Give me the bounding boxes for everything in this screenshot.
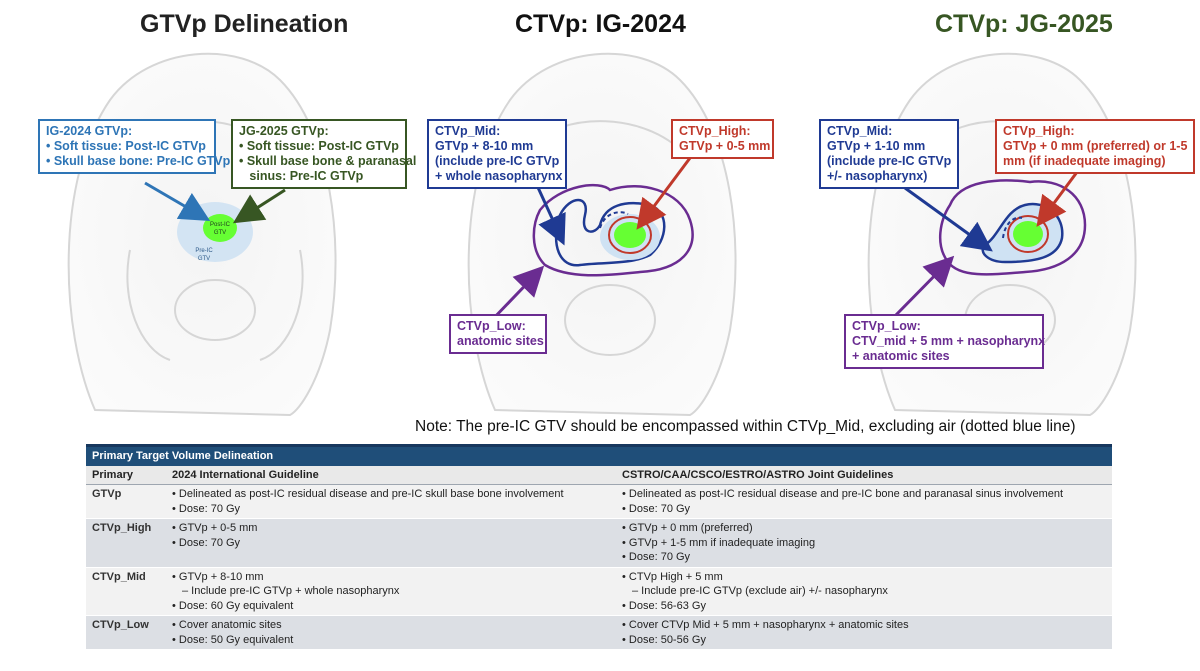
ctvp-low-line: CTVp_Low: bbox=[852, 319, 921, 333]
table-row: GTVp • Delineated as post-IC residual dis… bbox=[86, 484, 1112, 519]
ctvp-low-arrow-ig bbox=[488, 265, 545, 324]
jg-gtvp-box-line: • Skull base bone & paranasal bbox=[239, 154, 417, 168]
jg-2025-gtvp-box: JG-2025 GTVp: • Soft tissue: Post-IC GTV… bbox=[231, 119, 417, 189]
post-ic-gtv-label-line2: GTV bbox=[214, 230, 226, 236]
ig-gtvp-box-title: IG-2024 GTVp: bbox=[46, 124, 133, 138]
row-label: CTVp_Low bbox=[86, 615, 166, 650]
cell-line: • Cover CTVp Mid + 5 mm + nasopharynx + … bbox=[622, 619, 909, 631]
post-ic-gtv-label-line1: Post-IC bbox=[210, 222, 231, 228]
ig-gtvp-box-line: • Soft tissue: Post-IC GTVp bbox=[46, 139, 206, 153]
gtvp-region-jg bbox=[1013, 221, 1043, 247]
ctvp-mid-line: GTVp + 1-10 mm bbox=[827, 139, 926, 153]
cell-line: • Dose: 50 Gy equivalent bbox=[172, 633, 294, 646]
ctvp-mid-line: GTVp + 8-10 mm bbox=[435, 139, 534, 153]
ctvp-high-line: CTVp_High: bbox=[679, 124, 751, 138]
ctvp-low-line: CTV_mid + 5 mm + nasopharynx bbox=[852, 334, 1046, 348]
table-title: Primary Target Volume Delineation bbox=[86, 444, 1112, 466]
cell-line: • Delineated as post-IC residual disease… bbox=[172, 488, 564, 500]
joint-guideline-cell: • Delineated as post-IC residual disease… bbox=[616, 484, 1112, 519]
title-gtvp-delineation: GTVp Delineation bbox=[140, 10, 349, 38]
ctvp-mid-arrow-jg bbox=[904, 186, 993, 252]
air-exclusion-dotted-line-jg bbox=[1002, 216, 1023, 239]
cell-line: • GTVp + 8-10 mm bbox=[172, 570, 264, 583]
cell-line: – Include pre-IC GTVp (exclude air) +/- … bbox=[632, 585, 888, 597]
ctvp-mid-line: +/- nasopharynx) bbox=[827, 169, 928, 183]
title-ctvp-ig-2024: CTVp: IG-2024 bbox=[515, 10, 686, 38]
jg-gtvp-box-line: sinus: Pre-IC GTVp bbox=[239, 169, 364, 183]
table-title-row: Primary Target Volume Delineation bbox=[86, 444, 1112, 466]
ctvp-low-line: anatomic sites bbox=[457, 334, 544, 348]
ctvp-high-line: CTVp_High: bbox=[1003, 124, 1075, 138]
ctvp-low-line: + anatomic sites bbox=[852, 349, 950, 363]
title-ctvp-jg-2025: CTVp: JG-2025 bbox=[935, 10, 1113, 38]
cell-line: • GTVp + 0-5 mm bbox=[172, 522, 258, 534]
ctvp-low-box-jg: CTVp_Low: CTV_mid + 5 mm + nasopharynx +… bbox=[844, 314, 1046, 369]
cell-line: – Include pre-IC GTVp + whole nasopharyn… bbox=[182, 585, 400, 597]
primary-target-volume-table: Primary Target Volume Delineation Primar… bbox=[86, 444, 1112, 650]
table-row: CTVp_High• GTVp + 0-5 mm• Dose: 70 Gy• G… bbox=[86, 518, 1112, 568]
row-label: GTVp bbox=[86, 484, 166, 519]
ctvp-high-box-ig: CTVp_High: GTVp + 0-5 mm bbox=[671, 119, 774, 159]
jg-gtvp-box-title: JG-2025 GTVp: bbox=[239, 124, 329, 138]
ctvp-high-line: mm (if inadequate imaging) bbox=[1003, 154, 1166, 168]
header-primary: Primary bbox=[86, 465, 166, 485]
cell-line: • Dose: 70 Gy bbox=[622, 502, 691, 515]
ig-2024-cell: • GTVp + 8-10 mm – Include pre-IC GTVp + … bbox=[166, 567, 616, 616]
ctvp-high-contour-ig bbox=[608, 216, 652, 254]
ctvp-mid-line: (include pre-IC GTVp bbox=[827, 154, 952, 168]
ctvp-mid-line: CTVp_Mid: bbox=[435, 124, 501, 138]
cell-line: • Dose: 56-63 Gy bbox=[622, 599, 706, 612]
ctvp-high-contour-jg bbox=[1007, 215, 1049, 253]
joint-guideline-cell: • Cover CTVp Mid + 5 mm + nasopharynx + … bbox=[616, 615, 1112, 650]
ctvp-mid-line: CTVp_Mid: bbox=[827, 124, 893, 138]
cell-line: • Cover anatomic sites bbox=[172, 619, 282, 631]
ig-2024-cell: • GTVp + 0-5 mm • Dose: 70 Gy bbox=[166, 518, 616, 568]
row-label: CTVp_High bbox=[86, 518, 166, 568]
ctvp-high-arrow-ig bbox=[636, 157, 692, 230]
ctvp-low-box-ig: CTVp_Low: anatomic sites bbox=[449, 314, 547, 354]
ctvp-mid-line: (include pre-IC GTVp bbox=[435, 154, 560, 168]
ig-2024-gtvp-box: IG-2024 GTVp: • Soft tissue: Post-IC GTV… bbox=[38, 119, 231, 174]
gtvp-region-ig bbox=[614, 222, 646, 248]
header-joint-guidelines: CSTRO/CAA/CSCO/ESTRO/ASTRO Joint Guideli… bbox=[616, 465, 1112, 485]
pre-ic-gtv-label-line1: Pre-IC bbox=[195, 248, 213, 254]
ctvp-low-line: CTVp_Low: bbox=[457, 319, 526, 333]
ig-gtvp-box-line: • Skull base bone: Pre-IC GTVp bbox=[46, 154, 231, 168]
cell-line: • Dose: 70 Gy bbox=[172, 502, 241, 515]
cell-line: • Dose: 70 Gy bbox=[172, 536, 241, 549]
post-ic-gtv-region bbox=[203, 214, 237, 242]
joint-guideline-cell: • GTVp + 0 mm (preferred) • GTVp + 1-5 mm… bbox=[616, 518, 1112, 568]
air-exclusion-dotted-line-ig bbox=[599, 211, 629, 229]
pre-ic-gtv-label-line2: GTV bbox=[198, 256, 210, 262]
ig-gtvp-arrow bbox=[144, 181, 211, 222]
cell-line: • CTVp High + 5 mm bbox=[622, 570, 723, 583]
cell-line: • GTVp + 0 mm (preferred) bbox=[622, 522, 753, 534]
jg-gtvp-box-line: • Soft tissue: Post-IC GTVp bbox=[239, 139, 399, 153]
ctvp-mid-box-ig: CTVp_Mid: GTVp + 8-10 mm (include pre-IC… bbox=[427, 119, 567, 189]
cell-line: • Dose: 50-56 Gy bbox=[622, 633, 706, 646]
table-row: CTVp_Mid • GTVp + 8-10 mm – Include pre-IC… bbox=[86, 567, 1112, 616]
ctvp-mid-box-jg: CTVp_Mid: GTVp + 1-10 mm (include pre-IC… bbox=[819, 119, 959, 189]
ctvp-high-line: GTVp + 0-5 mm bbox=[679, 139, 771, 153]
row-label: CTVp_Mid bbox=[86, 567, 166, 616]
table-header-row: Primary 2024 International Guideline CST… bbox=[86, 465, 1112, 485]
cell-line: • Delineated as post-IC residual disease… bbox=[622, 488, 1064, 500]
cell-line: • Dose: 60 Gy equivalent bbox=[172, 599, 294, 612]
ig-2024-cell: • Cover anatomic sites • Dose: 50 Gy equi… bbox=[166, 615, 616, 650]
ctvp-low-arrow-jg bbox=[891, 255, 955, 320]
ctvp-low-contour-ig bbox=[532, 183, 694, 277]
header-ig-2024: 2024 International Guideline bbox=[166, 465, 616, 485]
cell-line: • Dose: 70 Gy bbox=[622, 551, 691, 563]
joint-guideline-cell: • CTVp High + 5 mm – Include pre-IC GTVp … bbox=[616, 567, 1112, 616]
note-text: Note: The pre-IC GTV should be encompass… bbox=[415, 418, 1076, 435]
ig-2024-cell: • Delineated as post-IC residual disease… bbox=[166, 484, 616, 519]
ctvp-high-box-jg: CTVp_High: GTVp + 0 mm (preferred) or 1-… bbox=[995, 119, 1195, 174]
ctvp-high-arrow-jg bbox=[1036, 167, 1082, 227]
ctvp-mid-line: + whole nasopharynx bbox=[435, 169, 563, 183]
cell-line: • GTVp + 1-5 mm if inadequate imaging bbox=[622, 536, 816, 549]
table-row: CTVp_Low • Cover anatomic sites • Dose: 50… bbox=[86, 615, 1112, 650]
ctvp-high-line: GTVp + 0 mm (preferred) or 1-5 bbox=[1003, 139, 1188, 153]
jg-gtvp-arrow bbox=[232, 188, 286, 224]
